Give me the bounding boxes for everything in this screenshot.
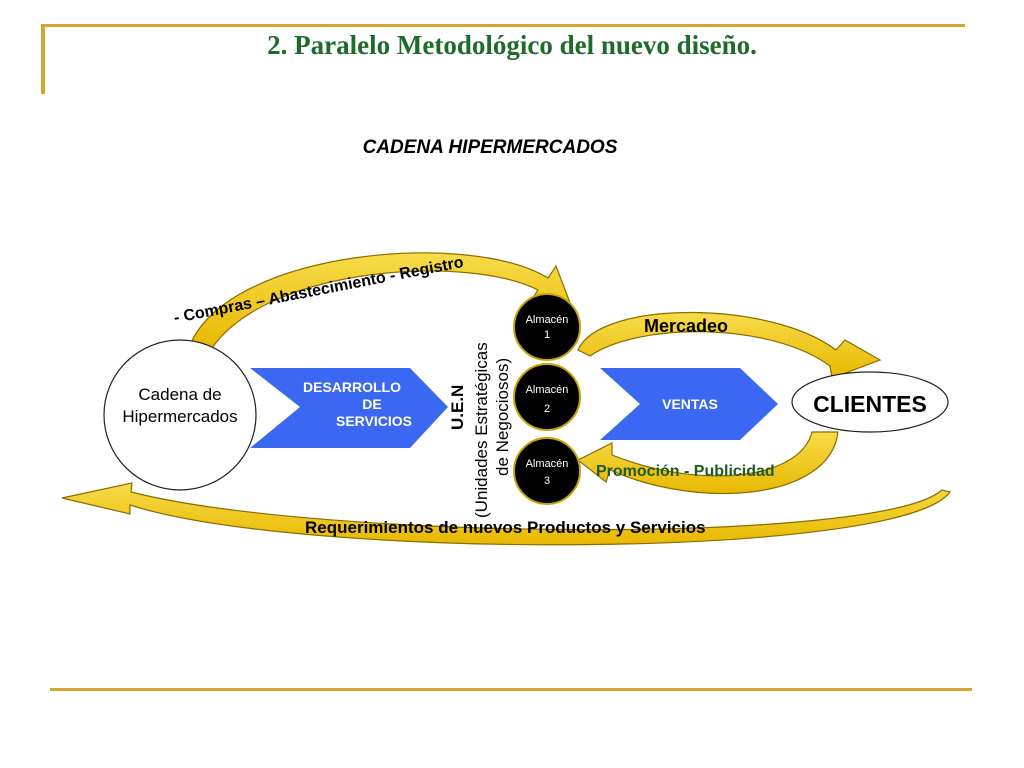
source-label-line1: Cadena de: [138, 385, 221, 404]
promotion-flow-arrow: [576, 431, 839, 495]
promotion-flow-label: Promoción - Publicidad: [596, 463, 775, 480]
development-label-line3: SERVICIOS: [336, 413, 412, 429]
process-arrow-development: [250, 368, 448, 448]
warehouse-2-label-line1: Almacén: [526, 384, 569, 396]
development-label-line2: DE: [362, 396, 381, 412]
process-arrow-sales: [600, 368, 778, 440]
sales-label: VENTAS: [662, 396, 718, 412]
source-node: [103, 339, 257, 491]
warehouse-1-label-line2: 1: [544, 329, 550, 341]
frame-top-rule: [41, 24, 965, 27]
page-title: 2. Paralelo Metodológico del nuevo diseñ…: [267, 30, 757, 60]
source-label-line2: Hipermercados: [122, 407, 237, 426]
clients-node: [791, 371, 949, 433]
warehouse-2-label-line2: 2: [544, 403, 550, 415]
uen-label-line3: de Negociosos): [493, 358, 512, 476]
development-label-line1: DESARROLLO: [303, 379, 401, 395]
marketing-flow-label: Mercadeo: [644, 316, 728, 336]
warehouse-3-node: [513, 437, 581, 505]
warehouse-3-label-line1: Almacén: [526, 458, 569, 470]
frame-left-bar: [41, 24, 45, 94]
diagram-heading: CADENA HIPERMERCADOS: [362, 137, 618, 158]
warehouse-2-node: [513, 363, 581, 431]
requirements-flow-label: Requerimientos de nuevos Productos y Ser…: [305, 518, 706, 537]
frame-bottom-rule: [50, 688, 972, 691]
warehouse-1-label-line1: Almacén: [526, 314, 569, 326]
uen-label-line2: (Unidades Estratégicas: [472, 342, 491, 518]
warehouse-3-label-line2: 3: [544, 475, 550, 487]
warehouse-1-node: [513, 293, 581, 361]
clients-label: CLIENTES: [813, 391, 927, 417]
uen-label-line1: U.E.N: [448, 385, 467, 430]
requirements-flow-arrow: [61, 482, 952, 546]
marketing-flow-arrow: [577, 311, 882, 379]
